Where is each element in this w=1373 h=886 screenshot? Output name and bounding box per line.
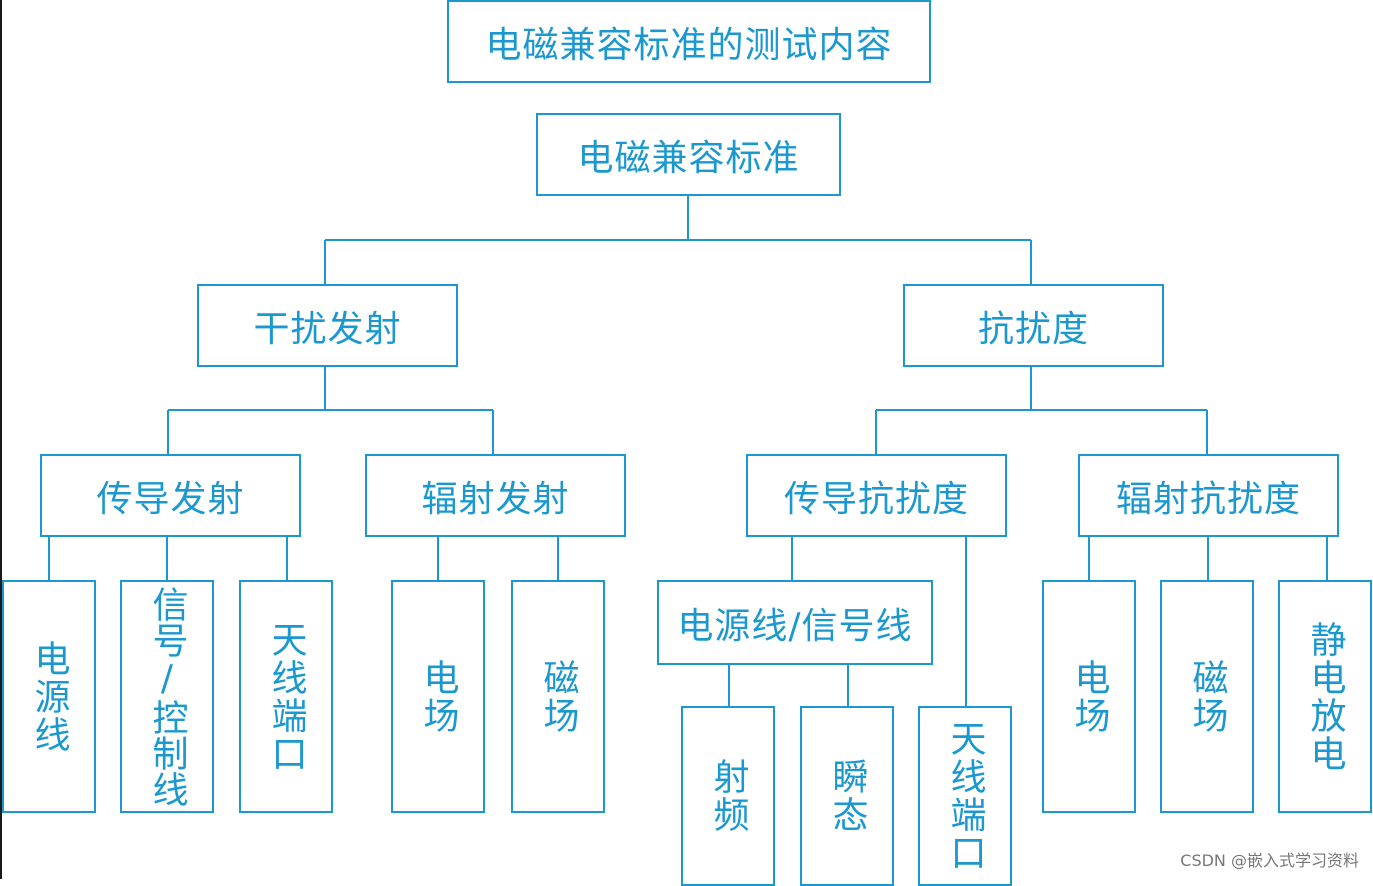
leaf-transient-label: 瞬态	[826, 758, 868, 834]
node-conducted-emission-label: 传导发射	[96, 478, 245, 520]
node-radiated-emission: 辐射发射	[365, 454, 626, 537]
leaf-antenna-port: 天线端口	[239, 580, 333, 813]
leaf-magnetic-field-label: 磁场	[537, 658, 579, 735]
leaf-power-line-label: 电源线	[28, 639, 70, 754]
node-radiated-immunity: 辐射抗扰度	[1078, 454, 1339, 537]
leaf-electric-field-label: 电场	[417, 658, 459, 735]
node-radiated-immunity-label: 辐射抗扰度	[1115, 478, 1301, 520]
node-immunity-label: 抗扰度	[977, 308, 1089, 350]
node-emission: 干扰发射	[197, 284, 458, 367]
node-power-signal-line-label: 电源线/信号线	[677, 605, 913, 647]
diagram-title-text: 电磁兼容标准的测试内容	[485, 24, 893, 66]
leaf-signal-control-line: 信号/控制线	[120, 580, 214, 813]
leaf-esd: 静电放电	[1278, 580, 1372, 813]
leaf-power-line: 电源线	[2, 580, 96, 813]
node-immunity: 抗扰度	[903, 284, 1164, 367]
leaf-esd-label: 静电放电	[1304, 620, 1346, 773]
node-root-label: 电磁兼容标准	[577, 137, 800, 179]
node-power-signal-line: 电源线/信号线	[657, 580, 933, 665]
watermark: CSDN @嵌入式学习资料	[1180, 851, 1359, 870]
leaf-immunity-electric-field: 电场	[1042, 580, 1136, 813]
node-radiated-emission-label: 辐射发射	[421, 478, 570, 520]
node-conducted-emission: 传导发射	[40, 454, 301, 537]
leaf-antenna-port-label: 天线端口	[265, 620, 307, 773]
leaf-immunity-magnetic-field: 磁场	[1160, 580, 1254, 813]
left-edge-bar	[0, 0, 2, 879]
leaf-immunity-antenna-port-label: 天线端口	[944, 720, 986, 872]
leaf-immunity-antenna-port: 天线端口	[918, 706, 1012, 886]
leaf-electric-field: 电场	[391, 580, 485, 813]
node-conducted-immunity: 传导抗扰度	[746, 454, 1007, 537]
node-root: 电磁兼容标准	[536, 113, 841, 196]
leaf-rf-label: 射频	[707, 758, 749, 834]
diagram-title: 电磁兼容标准的测试内容	[447, 0, 931, 83]
leaf-rf: 射频	[681, 706, 775, 886]
leaf-magnetic-field: 磁场	[511, 580, 605, 813]
leaf-transient: 瞬态	[800, 706, 894, 886]
node-emission-label: 干扰发射	[253, 308, 402, 350]
leaf-immunity-electric-field-label: 电场	[1068, 658, 1110, 735]
leaf-signal-control-line-label: 信号/控制线	[146, 586, 188, 807]
leaf-immunity-magnetic-field-label: 磁场	[1186, 658, 1228, 735]
node-conducted-immunity-label: 传导抗扰度	[783, 478, 969, 520]
